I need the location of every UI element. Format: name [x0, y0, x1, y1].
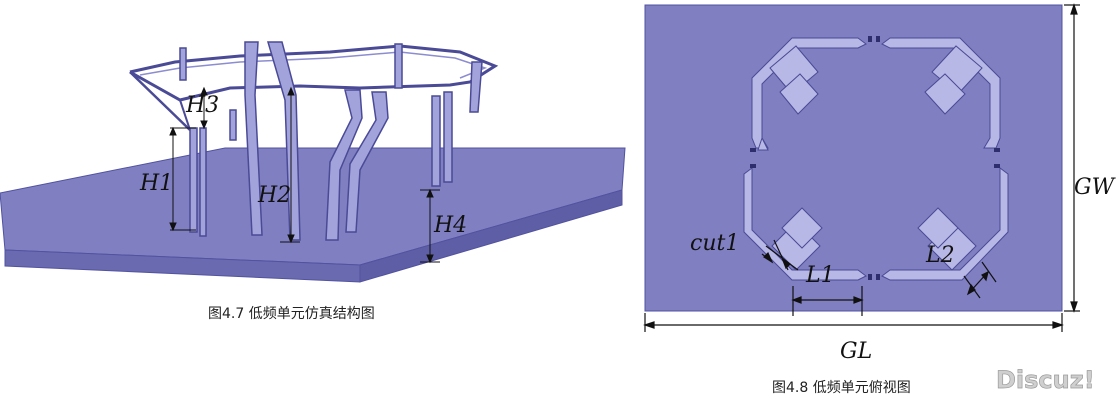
top-view: cut1 L1 L2 GL GW 图4.8 低频单元俯视图	[643, 3, 1117, 396]
ground-slab-side	[359, 189, 623, 283]
height-dimensions	[169, 86, 440, 264]
label-l1: L1	[805, 263, 835, 288]
label-gw: GW	[1074, 175, 1117, 200]
feed-tabs	[750, 36, 1000, 280]
top-view-dimensions	[643, 3, 1080, 332]
element-top-left	[751, 37, 867, 151]
radiator-top-frame-inner	[139, 51, 488, 79]
ground-plane	[644, 4, 1063, 312]
label-cut1: cut1	[690, 231, 739, 256]
watermark-logo: Discuz!	[996, 366, 1095, 394]
element-bottom-left	[743, 167, 867, 281]
ground-slab-top	[0, 147, 626, 266]
label-h1: H1	[139, 171, 173, 196]
feed-strips	[179, 41, 483, 241]
element-top-right	[881, 37, 1001, 149]
label-gl: GL	[840, 339, 872, 364]
label-h4: H4	[433, 213, 467, 238]
right-caption: 图4.8 低频单元俯视图	[772, 380, 911, 396]
left-caption: 图4.7 低频单元仿真结构图	[208, 306, 375, 322]
structure-3d-view: H3 H1 H2 H4 图4.7 低频单元仿真结构图	[0, 41, 626, 322]
label-h3: H3	[185, 93, 219, 118]
label-h2: H2	[257, 183, 291, 208]
element-bottom-right	[881, 167, 1009, 281]
label-l2: L2	[925, 243, 955, 268]
